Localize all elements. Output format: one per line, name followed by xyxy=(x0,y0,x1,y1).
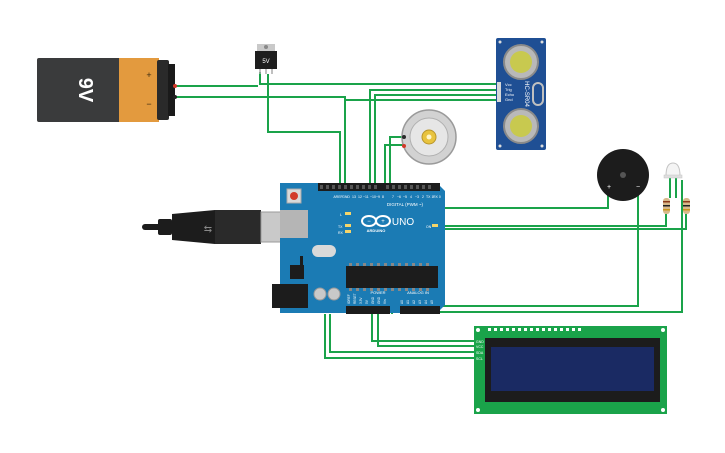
resistor-1[interactable] xyxy=(663,198,670,214)
wire-lcd-gnd[interactable] xyxy=(371,314,478,342)
power-pin-3v3: 3.3V xyxy=(359,297,363,304)
arduino-aref-label: AREF xyxy=(333,195,342,199)
analog-header-label: ANALOG IN xyxy=(407,290,429,295)
led-rx-label: RX xyxy=(338,231,344,235)
digital-pin-4: 4 xyxy=(410,195,412,199)
digital-pin-13: 13 xyxy=(352,195,356,199)
ultrasonic-model: HC-SR04 xyxy=(523,81,529,107)
regulator-label: 5V xyxy=(262,59,269,65)
buzzer-minus-label: − xyxy=(636,184,640,191)
wire-lcd-vcc[interactable] xyxy=(377,314,478,347)
arduino-model: UNO xyxy=(392,217,414,228)
wire-led-resistor-1[interactable] xyxy=(435,214,667,227)
digital-header-label: DIGITAL (PWM ~) xyxy=(387,202,424,207)
wire-buzzer-plus[interactable] xyxy=(440,192,609,209)
digital-pin-5: ~5 xyxy=(403,195,407,199)
ultrasonic-pin-gnd: Gnd xyxy=(505,97,513,102)
led-tx-label: TX xyxy=(338,225,343,229)
wire-sensor-echo[interactable] xyxy=(374,94,500,187)
analog-pin-a0: A0 xyxy=(400,300,404,304)
wire-sensor-trig[interactable] xyxy=(369,89,500,187)
ultrasonic-sensor[interactable]: HC-SR04 Vcc Trig Echo Gnd xyxy=(496,38,546,150)
power-header-label: POWER xyxy=(370,290,385,295)
ultrasonic-pin-echo: Echo xyxy=(505,92,515,97)
led[interactable] xyxy=(663,162,683,179)
battery-minus-label: − xyxy=(146,99,151,109)
digital-header-pins xyxy=(320,185,431,189)
arduino-brand: ARDUINO xyxy=(367,228,386,233)
analog-pin-a5: A5 xyxy=(430,300,434,304)
lcd-16x2[interactable]: GND VCC SDA SCL xyxy=(474,326,667,414)
power-pin-gnd-2: GND xyxy=(377,296,381,304)
ultrasonic-pin-trig: Trig xyxy=(505,87,512,92)
digital-pin-3: ~3 xyxy=(415,195,419,199)
lcd-pin-sda: SDA xyxy=(476,351,484,355)
svg-text:+: + xyxy=(381,219,385,225)
led-on-label: ON xyxy=(426,225,432,229)
microcontroller-chip xyxy=(346,266,438,288)
arduino-gnd-label: GND xyxy=(342,195,350,199)
power-jack xyxy=(272,284,308,308)
battery-9v[interactable]: 9V + − xyxy=(37,58,177,122)
digital-pin-10: ~10 xyxy=(370,195,376,199)
power-pin-gnd-1: GND xyxy=(371,296,375,304)
dc-motor[interactable] xyxy=(401,109,457,165)
buzzer-plus-label: + xyxy=(607,184,611,191)
wire-led-resistor-2[interactable] xyxy=(432,214,687,230)
usb-icon: ⇆ xyxy=(204,224,212,235)
lcd-pin-scl: SCL xyxy=(476,357,483,361)
digital-pin-9: ~9 xyxy=(376,195,380,199)
svg-text:−: − xyxy=(367,219,371,225)
battery-plus-label: + xyxy=(146,70,151,80)
arduino-logo: − + xyxy=(361,215,391,227)
wire-lcd-sda[interactable] xyxy=(329,314,478,353)
battery-label: 9V xyxy=(74,78,96,103)
digital-pin-12: 12 xyxy=(358,195,362,199)
wire-lcd-scl[interactable] xyxy=(324,314,478,359)
power-pin-reset: RESET xyxy=(353,293,357,304)
power-pin-vin: Vin xyxy=(383,299,387,304)
digital-pin-2: 2 xyxy=(422,195,424,199)
analog-pin-a2: A2 xyxy=(412,300,416,304)
power-pin-5v: 5V xyxy=(365,299,369,304)
wire-regulator-out[interactable] xyxy=(267,74,341,187)
analog-pin-a1: A1 xyxy=(406,300,410,304)
led-l-label: L xyxy=(340,213,342,217)
wire-battery-minus-gnd[interactable] xyxy=(175,96,346,187)
analog-pin-a3: A3 xyxy=(418,300,422,304)
usb-cable[interactable]: ⇆ xyxy=(142,210,304,244)
resistor-2[interactable] xyxy=(683,198,690,214)
lcd-screen xyxy=(491,347,654,391)
wire-regulator-vcc[interactable] xyxy=(259,72,500,85)
digital-pin-8: 8 xyxy=(382,195,384,199)
wire-motor-2[interactable] xyxy=(384,144,405,187)
digital-pin-11: ~11 xyxy=(363,195,369,199)
digital-pin-6: ~6 xyxy=(397,195,401,199)
voltage-regulator[interactable]: 5V xyxy=(255,44,277,74)
ultrasonic-pin-vcc: Vcc xyxy=(505,82,512,87)
lcd-pin-gnd: GND xyxy=(476,340,484,344)
lcd-pin-vcc: VCC xyxy=(476,345,484,349)
wire-motor-1[interactable] xyxy=(389,136,405,187)
digital-pin-rx: RX 0 xyxy=(433,195,441,199)
piezo-buzzer[interactable]: + − xyxy=(597,149,649,201)
arduino-uno[interactable]: AREF GND 13 12 ~11 ~10 ~9 8 7 ~6 ~5 4 ~3… xyxy=(272,183,445,314)
digital-pin-7: 7 xyxy=(392,195,394,199)
digital-pin-tx: TX 1 xyxy=(426,195,433,199)
power-pin-ioref: IOREF xyxy=(347,294,351,304)
analog-pin-a4: A4 xyxy=(424,300,428,304)
